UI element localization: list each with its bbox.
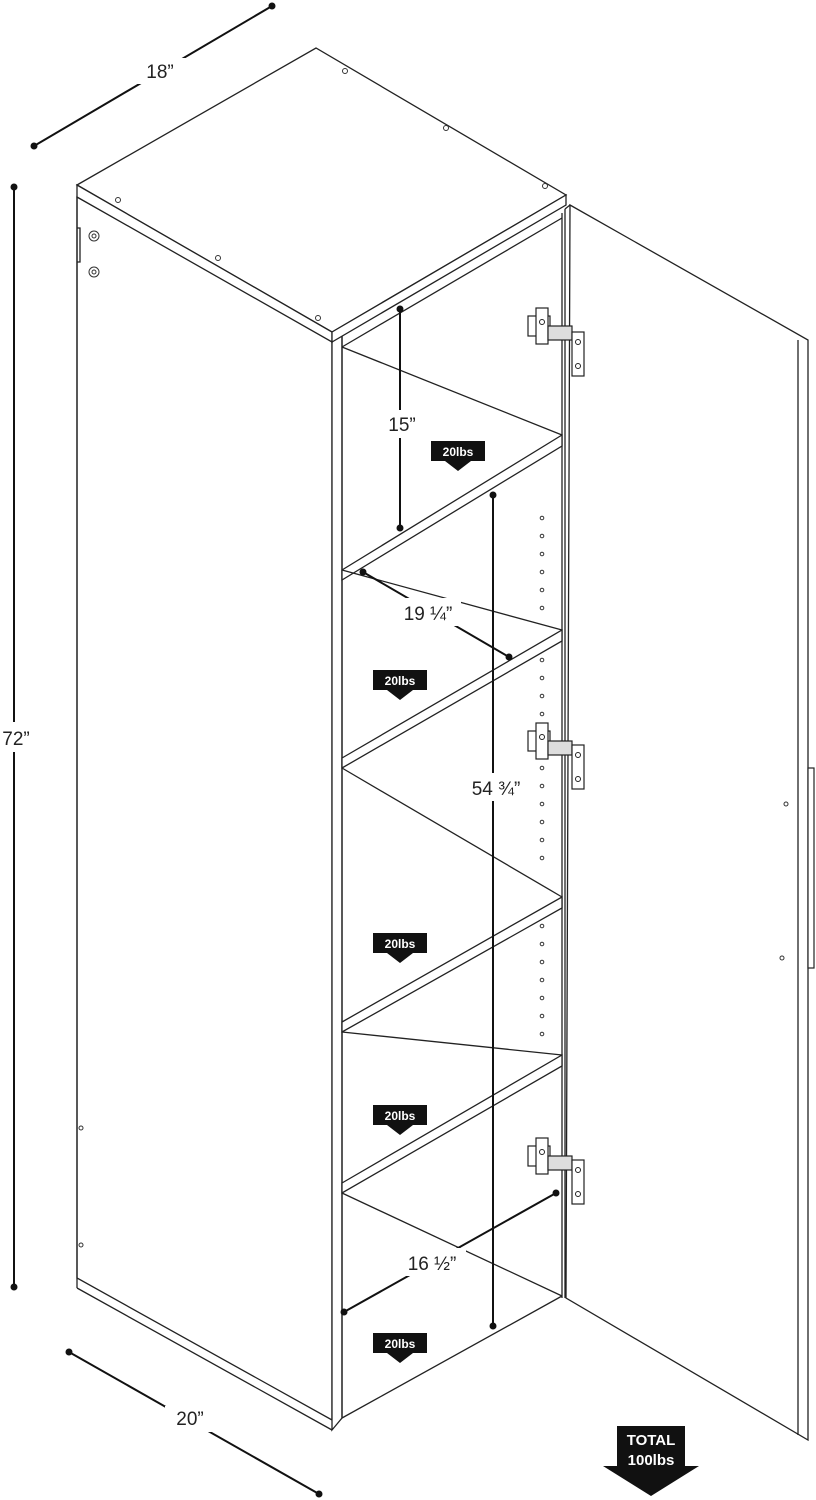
cabinet-front-edge <box>331 213 563 1432</box>
dimension-shelf-depth: 19 ¼” <box>359 568 513 661</box>
shelf-pin-holes <box>539 515 545 1037</box>
load-badge-label: 20lbs <box>385 937 416 951</box>
shelf-pin-hole <box>539 693 545 699</box>
shelf-pin-hole <box>539 941 545 947</box>
shelf-pin-hole <box>539 515 545 521</box>
load-badge-shelf-4: 20lbs <box>373 1105 427 1135</box>
shelf-pin-hole <box>539 959 545 965</box>
bottom-depth-label: 16 ½” <box>408 1254 457 1275</box>
shelf-pin-hole <box>539 855 545 861</box>
load-badge-label: 20lbs <box>385 674 416 688</box>
shelf-2 <box>341 628 563 770</box>
top-opening-label: 15” <box>388 415 415 436</box>
total-load-badge: TOTAL 100lbs <box>603 1426 699 1496</box>
width-label: 18” <box>146 62 173 83</box>
shelf-depth-label: 19 ¼” <box>404 604 453 625</box>
shelf-pin-hole <box>539 569 545 575</box>
shelf-pin-hole <box>539 675 545 681</box>
shelf-pin-hole <box>539 765 545 771</box>
shelf-4 <box>341 1053 563 1195</box>
height-label: 72” <box>2 729 29 750</box>
door-handle <box>807 767 815 969</box>
shelf-3 <box>341 895 563 1034</box>
dimension-top-opening: 15” <box>380 305 422 532</box>
dimension-bottom-depth: 16 ½” <box>340 1189 560 1316</box>
interior-height-label: 54 ¾” <box>472 779 521 800</box>
hinge-top <box>527 307 585 377</box>
load-badge-shelf-2: 20lbs <box>373 670 427 700</box>
hinge-bottom <box>527 1137 585 1205</box>
shelf-pin-hole <box>539 657 545 663</box>
load-badge-bottom: 20lbs <box>373 1333 427 1363</box>
depth-label: 20” <box>176 1409 203 1430</box>
shelf-pin-hole <box>539 551 545 557</box>
dimension-depth: 20” <box>65 1348 323 1498</box>
shelf-pin-hole <box>539 801 545 807</box>
shelf-pin-hole <box>539 1031 545 1037</box>
shelf-pin-hole <box>539 783 545 789</box>
shelf-pin-hole <box>539 977 545 983</box>
shelf-pin-hole <box>539 837 545 843</box>
load-badge-label: 20lbs <box>385 1109 416 1123</box>
shelf-pin-hole <box>539 1013 545 1019</box>
cabinet-side-panel <box>76 195 333 1431</box>
total-load-line1: TOTAL <box>627 1432 676 1449</box>
cabinet-door <box>564 203 815 1442</box>
hinge-middle <box>527 722 585 790</box>
shelf-pin-hole <box>539 711 545 717</box>
load-badge-label: 20lbs <box>385 1337 416 1351</box>
shelf-pin-hole <box>539 923 545 929</box>
load-badge-shelf-3: 20lbs <box>373 933 427 963</box>
shelf-pin-hole <box>539 605 545 611</box>
shelf-pin-hole <box>539 533 545 539</box>
shelf-pin-hole <box>539 819 545 825</box>
dimension-interior-height: 54 ¾” <box>462 491 528 1330</box>
total-load-line2: 100lbs <box>628 1452 675 1469</box>
dimension-height: 72” <box>0 183 36 1291</box>
cabinet-top <box>75 47 568 344</box>
shelf-pin-hole <box>539 587 545 593</box>
shelf-1 <box>341 433 563 582</box>
load-badge-label: 20lbs <box>443 445 474 459</box>
load-badge-shelf-1: 20lbs <box>431 441 485 471</box>
dimension-width: 18” <box>30 2 276 150</box>
shelf-pin-hole <box>539 995 545 1001</box>
